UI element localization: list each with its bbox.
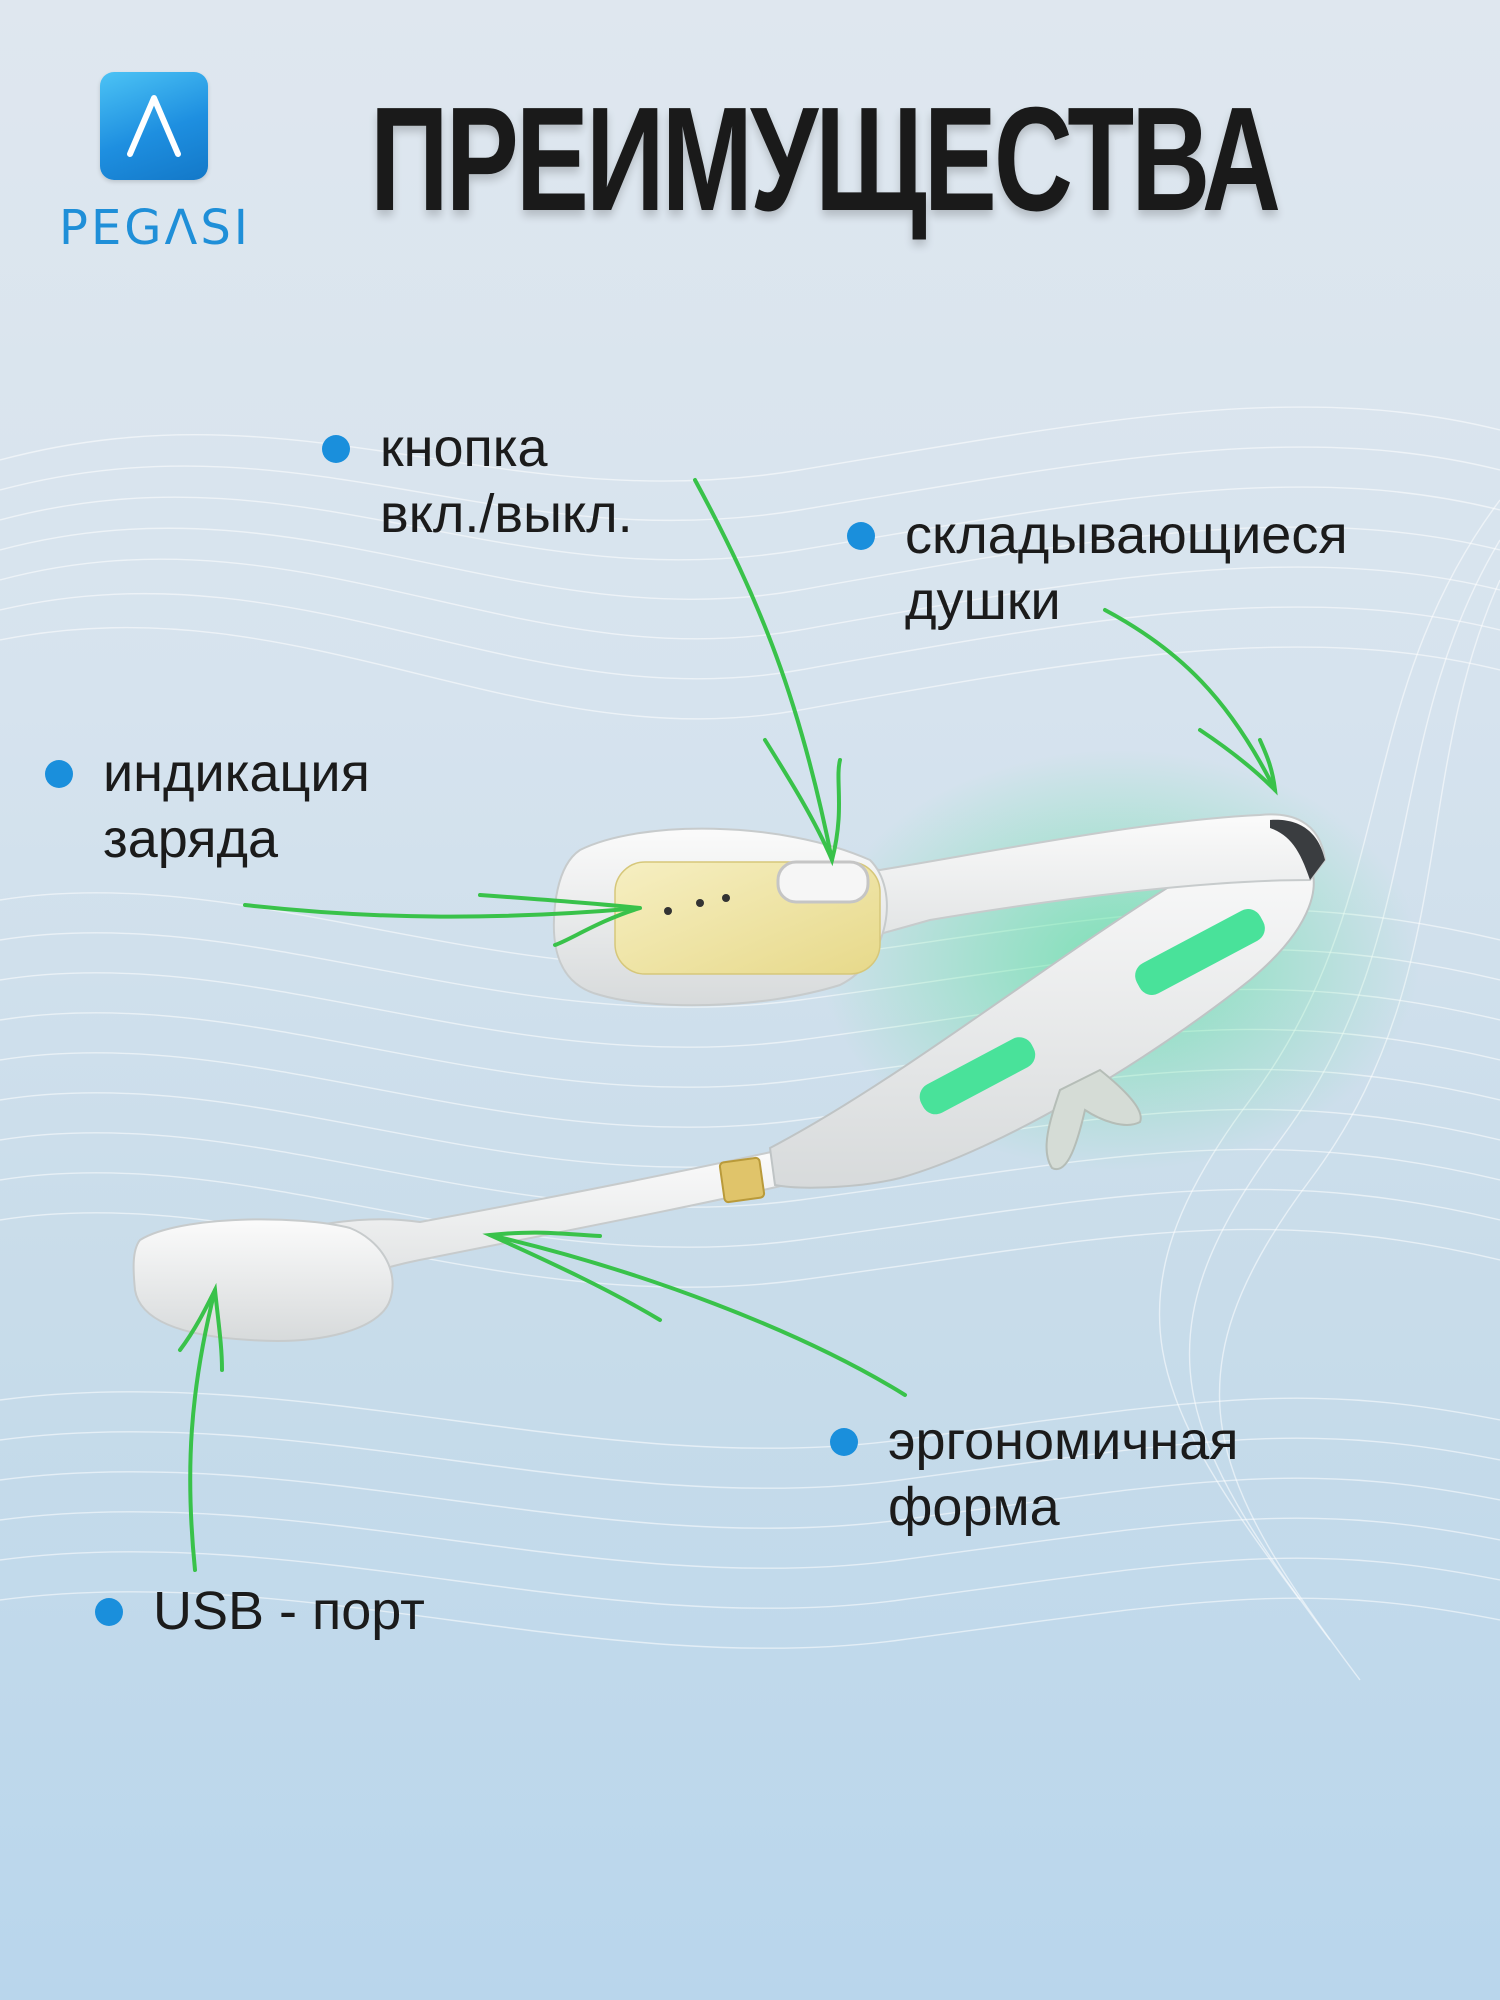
logo-badge [100,72,208,180]
right-light-panel [1135,909,1265,995]
bullet-dot [95,1598,123,1626]
temple-tip-metal [1270,819,1325,880]
left-light-panel [919,1037,1036,1115]
charge-indicator-led [722,894,730,902]
power-button[interactable] [776,860,870,904]
lambda-icon [127,95,181,157]
label-charge-indicator: индикация заряда [45,740,370,872]
usb-end-cap [132,1218,394,1342]
charge-indicator-led [696,899,704,907]
label-folding-temples: складывающиеся душки [847,502,1348,634]
label-usb-port: USB - порт [95,1578,425,1644]
bullet-dot [322,435,350,463]
hinge [718,1156,766,1204]
label-power-button: кнопка вкл./выкл. [322,415,633,547]
nose-pad [1045,1068,1142,1171]
bullet-dot [830,1428,858,1456]
label-ergonomic-shape: эргономичная форма [830,1408,1239,1540]
bullet-dot [45,760,73,788]
charge-indicator-led [664,907,672,915]
brand-logo: PEGΛSI [40,72,270,262]
brand-name: PEGΛSI [59,200,251,256]
annotation-arrows [178,478,1278,1572]
bullet-dot [847,522,875,550]
frame-front [768,839,1315,1189]
